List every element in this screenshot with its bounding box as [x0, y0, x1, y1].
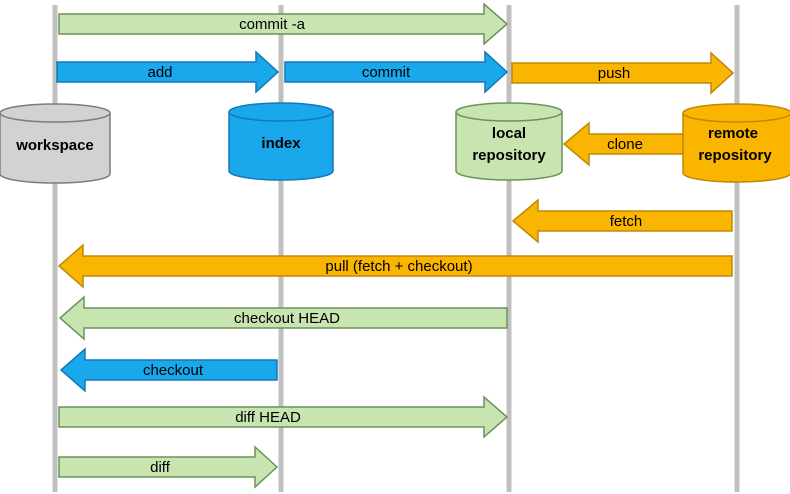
local-repository-store: local repository [455, 102, 563, 181]
checkout-head-arrow: checkout HEAD [58, 295, 508, 341]
add-arrow: add [56, 50, 280, 94]
clone-label: clone [607, 136, 643, 153]
commit-a-label: commit -a [239, 16, 305, 33]
diff-head-label: diff HEAD [235, 409, 301, 426]
checkout-head-label: checkout HEAD [234, 310, 340, 327]
local-repository-label-line1: local [492, 125, 526, 142]
index-store: index [228, 102, 334, 181]
push-arrow: push [511, 51, 735, 95]
diff-label: diff [150, 459, 171, 476]
add-label: add [147, 64, 172, 81]
pull-arrow: pull (fetch + checkout) [57, 243, 733, 289]
workspace-label: workspace [15, 137, 94, 154]
remote-repository-label-line1: remote [708, 125, 758, 142]
commit-arrow: commit [284, 50, 509, 94]
index-label: index [261, 135, 301, 152]
diff-arrow: diff [58, 445, 279, 489]
pull-label: pull (fetch + checkout) [325, 258, 472, 275]
diff-head-arrow: diff HEAD [58, 395, 509, 439]
commit-label: commit [362, 64, 411, 81]
remote-repository-store: remote repository [682, 103, 790, 183]
workspace-store: workspace [0, 103, 111, 184]
commit-a-arrow: commit -a [58, 2, 509, 46]
local-repository-label-line2: repository [472, 147, 546, 164]
checkout-arrow: checkout [59, 347, 278, 393]
checkout-label: checkout [143, 362, 204, 379]
clone-arrow: clone [562, 121, 684, 167]
push-label: push [598, 65, 631, 82]
remote-repository-label-line2: repository [698, 147, 772, 164]
fetch-label: fetch [610, 213, 643, 230]
fetch-arrow: fetch [511, 198, 733, 244]
